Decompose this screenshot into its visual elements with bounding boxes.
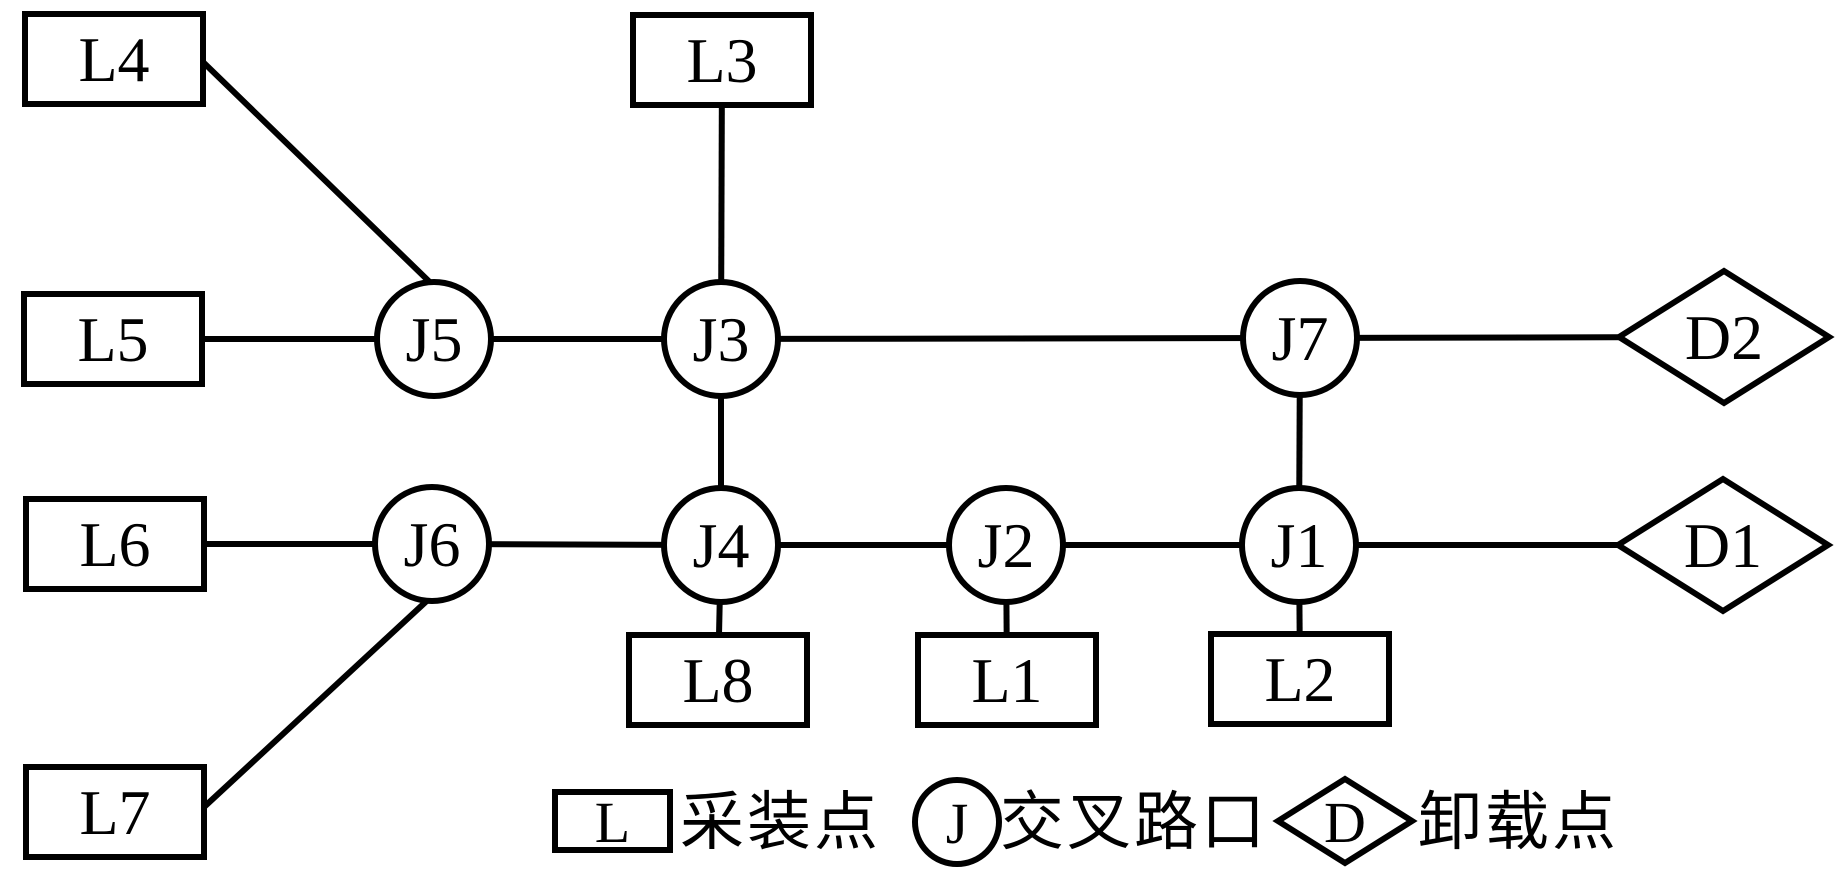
node-label-J1: J1 — [1271, 510, 1328, 581]
node-L1: L1 — [915, 632, 1099, 728]
node-L5: L5 — [21, 291, 205, 387]
legend: L 采装点 J 交叉路口 D 卸载点 — [552, 775, 1619, 867]
legend-junction-circle-icon — [912, 777, 1002, 867]
loading-box-L4 — [22, 11, 206, 107]
junction-circle-J7 — [1240, 278, 1360, 398]
node-label-J4: J4 — [693, 510, 750, 581]
edge-L4-J5 — [200, 59, 444, 296]
node-J1: J1 — [1239, 485, 1359, 605]
legend-loading-box-icon — [552, 789, 673, 853]
loading-box-L3 — [630, 12, 814, 108]
node-label-L7: L7 — [79, 777, 150, 848]
unloading-diamond-D2 — [1613, 267, 1835, 407]
node-label-J2: J2 — [978, 510, 1035, 581]
node-L7: L7 — [23, 764, 207, 860]
junction-circle-J1 — [1239, 485, 1359, 605]
node-J6: J6 — [372, 484, 492, 604]
node-L8: L8 — [626, 632, 810, 728]
loading-box-L7 — [23, 764, 207, 860]
node-label-L4: L4 — [78, 24, 149, 95]
edge-L7-J6 — [200, 594, 434, 811]
node-label-L3: L3 — [686, 25, 757, 96]
node-label-J6: J6 — [404, 509, 461, 580]
legend-text-loading: 采装点 — [680, 787, 881, 858]
legend-symbol-label-junction: J — [946, 791, 969, 856]
node-D1: D1 — [1612, 475, 1834, 615]
node-label-D2: D2 — [1685, 302, 1763, 373]
legend-symbol-label-loading: L — [595, 790, 630, 855]
loading-box-L8 — [626, 632, 810, 728]
node-label-L5: L5 — [77, 304, 148, 375]
node-label-J5: J5 — [406, 304, 463, 375]
edge-J3-J7 — [720, 335, 1301, 342]
loading-box-L6 — [23, 496, 207, 592]
node-L3: L3 — [630, 12, 814, 108]
node-L2: L2 — [1208, 631, 1392, 727]
legend-item-loading: L 采装点 — [552, 787, 881, 858]
node-L4: L4 — [22, 11, 206, 107]
legend-text-unloading: 卸载点 — [1418, 787, 1619, 858]
node-J3: J3 — [661, 279, 781, 399]
loading-box-L1 — [915, 632, 1099, 728]
node-D2: D2 — [1613, 267, 1835, 407]
node-J4: J4 — [661, 485, 781, 605]
node-label-L6: L6 — [79, 509, 150, 580]
node-label-J7: J7 — [1272, 303, 1329, 374]
node-label-D1: D1 — [1684, 510, 1762, 581]
node-label-L2: L2 — [1264, 644, 1335, 715]
legend-symbol-label-unloading: D — [1324, 790, 1366, 855]
junction-circle-J3 — [661, 279, 781, 399]
legend-text-junction: 交叉路口 — [1000, 787, 1268, 858]
junction-circle-J4 — [661, 485, 781, 605]
legend-unloading-diamond-icon — [1272, 775, 1418, 867]
loading-box-L5 — [21, 291, 205, 387]
legend-item-junction: J 交叉路口 — [912, 777, 1268, 867]
node-label-L1: L1 — [971, 645, 1042, 716]
junction-circle-J2 — [946, 485, 1066, 605]
loading-box-L2 — [1208, 631, 1392, 727]
node-J2: J2 — [946, 485, 1066, 605]
unloading-diamond-D1 — [1612, 475, 1834, 615]
node-J5: J5 — [374, 279, 494, 399]
junction-circle-J5 — [374, 279, 494, 399]
legend-item-unloading: D 卸载点 — [1272, 775, 1619, 867]
node-label-J3: J3 — [693, 304, 750, 375]
node-J7: J7 — [1240, 278, 1360, 398]
node-label-L8: L8 — [682, 645, 753, 716]
node-L6: L6 — [23, 496, 207, 592]
junction-circle-J6 — [372, 484, 492, 604]
